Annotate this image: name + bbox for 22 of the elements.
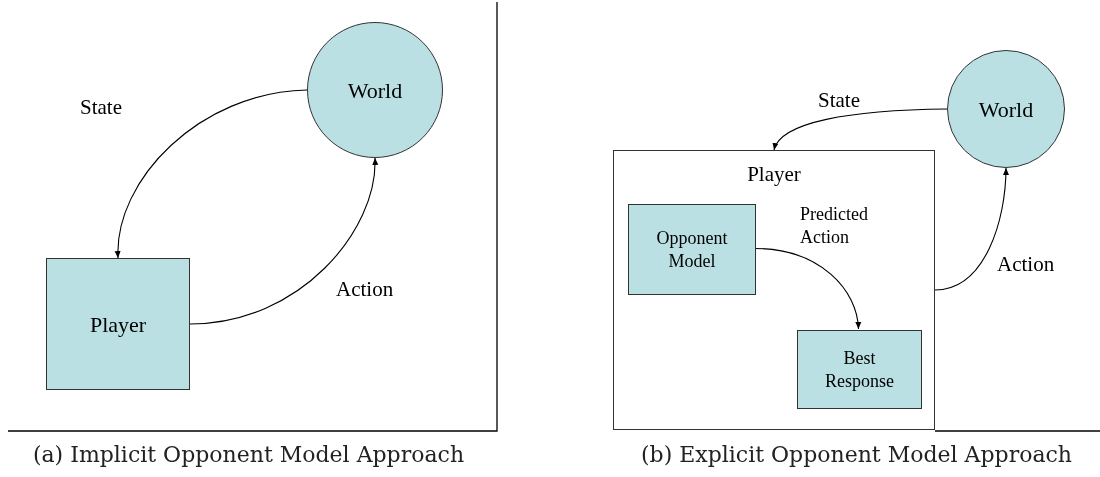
- node-label: Player: [89, 310, 147, 339]
- figure-caption: (b) Explicit Opponent Model Approach: [640, 441, 1073, 469]
- process-box: [46, 258, 190, 390]
- process-box: [628, 204, 756, 295]
- edge-label: Action: [336, 276, 395, 303]
- node-label: Best Response: [824, 347, 895, 392]
- node-label: Opponent Model: [655, 227, 729, 272]
- curved-arrow: [115, 89, 308, 259]
- curved-arrow: [189, 157, 378, 325]
- edge-label: Predicted Action: [800, 203, 869, 248]
- edge-label: Action: [997, 251, 1056, 278]
- curved-arrow: [754, 247, 861, 330]
- process-box: [797, 330, 922, 409]
- curved-arrow: [934, 167, 1009, 291]
- edge-label: State: [818, 87, 861, 114]
- figure-caption: (a) Implicit Opponent Model Approach: [31, 441, 466, 469]
- node-label: Player: [747, 161, 801, 188]
- node-label: World: [978, 95, 1034, 124]
- group-box: [613, 150, 935, 430]
- curved-arrow: [773, 108, 948, 151]
- node-label: World: [347, 76, 403, 105]
- edge-label: State: [80, 94, 123, 121]
